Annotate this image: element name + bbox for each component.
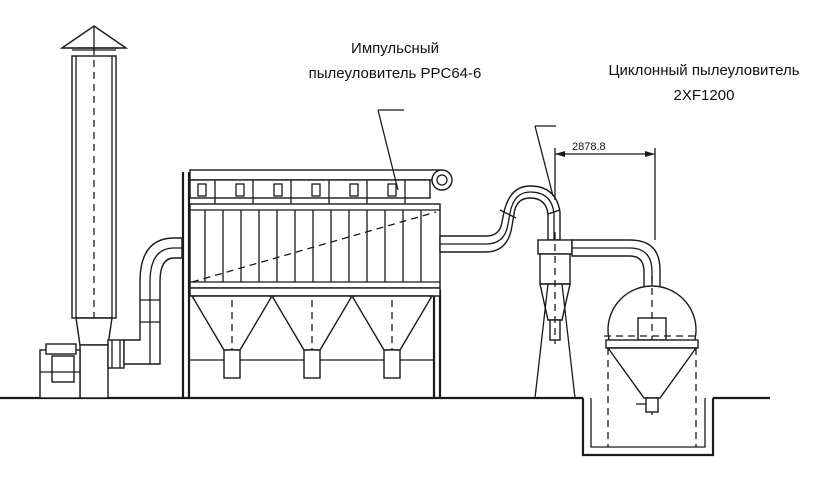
pulse-collector-label-line2: пылеуловитель PPC64-6 — [308, 65, 482, 82]
pulse-collector-label: Импульсный пылеуловитель PPC64-6 — [290, 36, 500, 86]
cyclone-leader — [534, 125, 556, 197]
pulse-valves — [197, 180, 406, 204]
fan-inlet-duct — [123, 237, 183, 365]
pre-cyclone — [534, 232, 576, 399]
cyclone-collector-label-line2: 2XF1200 — [673, 87, 735, 104]
dimension-value: 2878.8 — [572, 141, 606, 153]
dimension-line: 2878.8 — [554, 141, 656, 240]
pulse-collector-leader — [377, 109, 404, 191]
cyclone-collector-label-line1: Циклонный пылеуловитель — [608, 62, 800, 79]
filter-bags — [204, 210, 422, 282]
pulse-collector-label-line1: Импульсный — [351, 40, 439, 57]
pulse-dust-collector — [181, 169, 453, 398]
cyclone-pit — [581, 398, 715, 457]
collector-hoppers — [189, 287, 441, 379]
cyclone-collector-label: Циклонный пылеуловитель 2XF1200 — [586, 58, 822, 108]
main-cyclone — [604, 276, 700, 447]
exhaust-chimney — [59, 25, 129, 399]
fan-unit — [39, 339, 125, 399]
